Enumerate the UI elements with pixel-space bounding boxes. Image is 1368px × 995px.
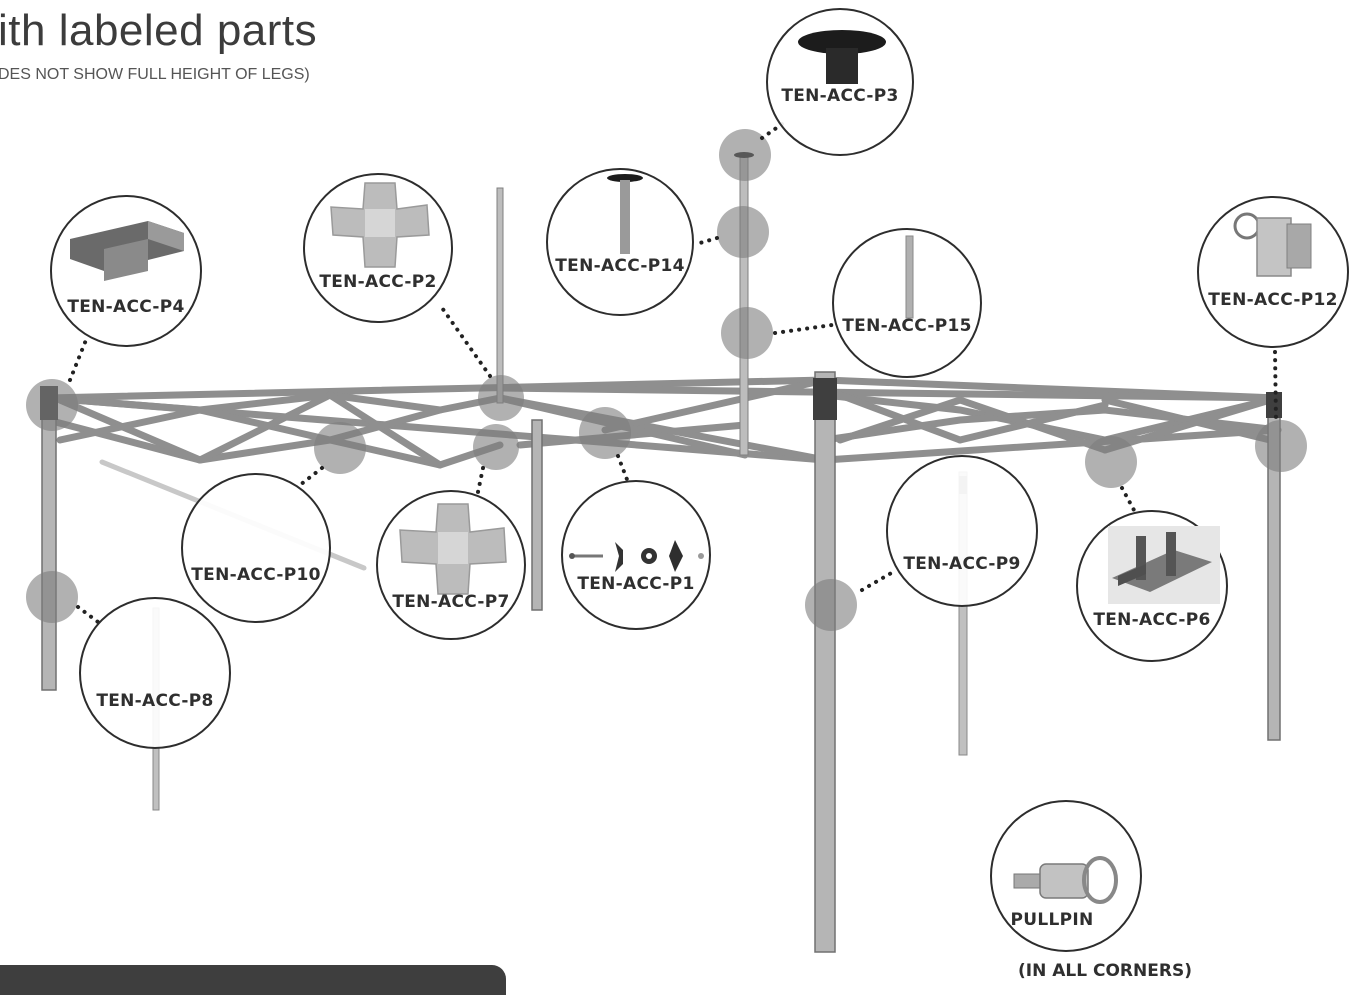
center-bracket-icon xyxy=(1108,526,1220,604)
tent-legs xyxy=(41,371,1281,953)
hotspot-p3 xyxy=(719,129,771,181)
part-label: TEN-ACC-P7 xyxy=(392,592,510,612)
callout-p9[interactable]: TEN-ACC-P9 xyxy=(886,455,1038,607)
part-label: TEN-ACC-P3 xyxy=(781,86,899,106)
part-label: TEN-ACC-P9 xyxy=(903,554,1021,574)
part-label: TEN-ACC-P6 xyxy=(1093,610,1211,630)
hotspot-p9 xyxy=(805,579,857,631)
bolt-set-icon xyxy=(569,540,704,572)
corner-bracket-icon xyxy=(70,221,184,281)
hotspot-p15 xyxy=(721,307,773,359)
hotspot-p1 xyxy=(579,407,631,459)
pull-pin-icon xyxy=(1013,856,1118,904)
callout-p2[interactable]: TEN-ACC-P2 xyxy=(303,173,453,323)
callout-p1[interactable]: TEN-ACC-P1 xyxy=(561,480,711,630)
part-label: TEN-ACC-P8 xyxy=(96,691,214,711)
part-label: PULLPIN xyxy=(1010,910,1094,930)
corner-note: (IN ALL CORNERS) xyxy=(1018,961,1192,981)
hotspot-p14 xyxy=(717,206,769,258)
pole-icon xyxy=(905,235,914,319)
part-label: TEN-ACC-P12 xyxy=(1208,290,1338,310)
cross-bracket-icon xyxy=(399,503,507,595)
hotspot-p6 xyxy=(1085,436,1137,488)
part-label: TEN-ACC-P1 xyxy=(577,574,695,594)
end-cap-icon xyxy=(798,30,886,84)
callout-p15[interactable]: TEN-ACC-P15 xyxy=(832,228,982,378)
page-subtitle: DES NOT SHOW FULL HEIGHT OF LEGS) xyxy=(0,66,310,83)
part-label: TEN-ACC-P4 xyxy=(67,297,185,317)
hotspot-p2 xyxy=(478,375,524,421)
part-label: TEN-ACC-P15 xyxy=(842,316,972,336)
hotspot-p8 xyxy=(26,571,78,623)
hotspot-p4 xyxy=(26,379,78,431)
center-pole-back xyxy=(496,187,504,404)
callout-p10[interactable]: TEN-ACC-P10 xyxy=(181,473,331,623)
footer-bar xyxy=(0,965,506,995)
page-title: ith labeled parts xyxy=(0,6,318,55)
hotspot-p12 xyxy=(1255,420,1307,472)
hotspot-p10 xyxy=(314,422,366,474)
callout-p3[interactable]: TEN-ACC-P3 xyxy=(766,8,914,156)
capped-pole-icon xyxy=(607,174,643,254)
hotspot-p7 xyxy=(473,424,519,470)
part-label: TEN-ACC-P2 xyxy=(319,272,437,292)
callout-p8[interactable]: TEN-ACC-P8 xyxy=(79,597,231,749)
center-pole-tall xyxy=(739,154,749,456)
leg-front-center xyxy=(814,371,836,953)
part-label: TEN-ACC-P14 xyxy=(555,256,685,276)
leg-back-center xyxy=(531,419,543,611)
callout-p7[interactable]: TEN-ACC-P7 xyxy=(376,490,526,640)
leg-slider-icon xyxy=(1233,212,1312,277)
leg-front-left xyxy=(41,399,57,691)
callout-p4[interactable]: TEN-ACC-P4 xyxy=(50,195,202,347)
hotspots xyxy=(26,129,1307,631)
callout-p12[interactable]: TEN-ACC-P12 xyxy=(1197,196,1349,348)
cross-bracket-icon xyxy=(330,182,430,268)
part-label: TEN-ACC-P10 xyxy=(191,565,321,585)
callout-p6[interactable]: TEN-ACC-P6 xyxy=(1076,510,1228,662)
callout-p14[interactable]: TEN-ACC-P14 xyxy=(546,168,694,316)
callout-pullpin[interactable]: PULLPIN xyxy=(990,800,1142,952)
